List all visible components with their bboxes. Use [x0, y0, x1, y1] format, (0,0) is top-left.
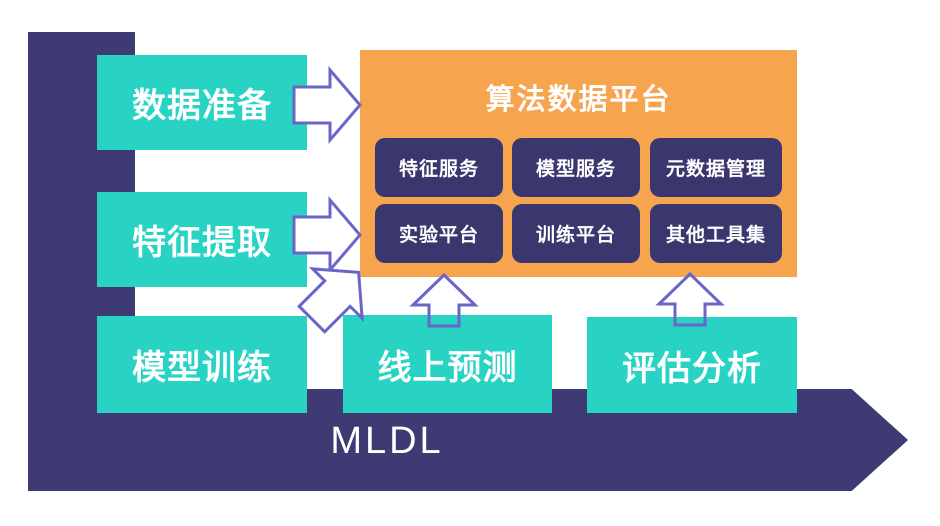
module-label: 训练平台	[535, 225, 616, 246]
module-box-metadata-management: 元数据管理	[650, 138, 782, 197]
stage-box-evaluation: 评估分析	[587, 317, 797, 413]
module-box-feature-service: 特征服务	[375, 138, 503, 197]
stage-label-data-prep: 数据准备	[132, 87, 272, 125]
module-label: 其他工具集	[665, 225, 766, 246]
arrow-feature-extraction-to-platform	[292, 195, 362, 275]
stage-label-evaluation: 评估分析	[622, 349, 762, 388]
stage-box-feature-extraction: 特征提取	[97, 192, 307, 287]
arrow-data-prep-to-platform	[292, 65, 362, 145]
diagonal-arrow-icon	[297, 267, 364, 334]
stage-label-model-training: 模型训练	[132, 349, 272, 387]
module-box-model-service: 模型服务	[512, 138, 640, 197]
right-arrow-icon	[292, 65, 362, 145]
module-label: 元数据管理	[665, 159, 766, 180]
right-arrow-icon	[292, 195, 362, 275]
module-label: 特征服务	[398, 159, 479, 180]
stage-box-online-prediction: 线上预测	[343, 315, 552, 413]
stage-label-online-prediction: 线上预测	[377, 348, 518, 387]
module-label: 模型服务	[535, 159, 616, 180]
arrow-model-training-to-platform	[287, 246, 386, 345]
stage-box-data-prep: 数据准备	[97, 55, 307, 150]
module-box-other-toolset: 其他工具集	[650, 204, 782, 263]
module-label: 实验平台	[398, 225, 479, 246]
arrow-online-prediction-to-platform	[409, 272, 479, 328]
stage-label-feature-extraction: 特征提取	[132, 224, 272, 262]
module-box-training-platform: 训练平台	[512, 204, 640, 263]
up-arrow-icon	[409, 272, 479, 328]
platform-panel: 算法数据平台 特征服务 模型服务 元数据管理 实验平台 训练平台 其他工具集	[360, 50, 797, 277]
arrow-evaluation-to-platform	[655, 271, 725, 327]
mldl-label: MLDL	[330, 420, 444, 462]
module-box-experiment-platform: 实验平台	[375, 204, 503, 263]
up-arrow-icon	[655, 271, 725, 327]
platform-title: 算法数据平台	[485, 84, 672, 116]
stage-box-model-training: 模型训练	[97, 316, 307, 413]
